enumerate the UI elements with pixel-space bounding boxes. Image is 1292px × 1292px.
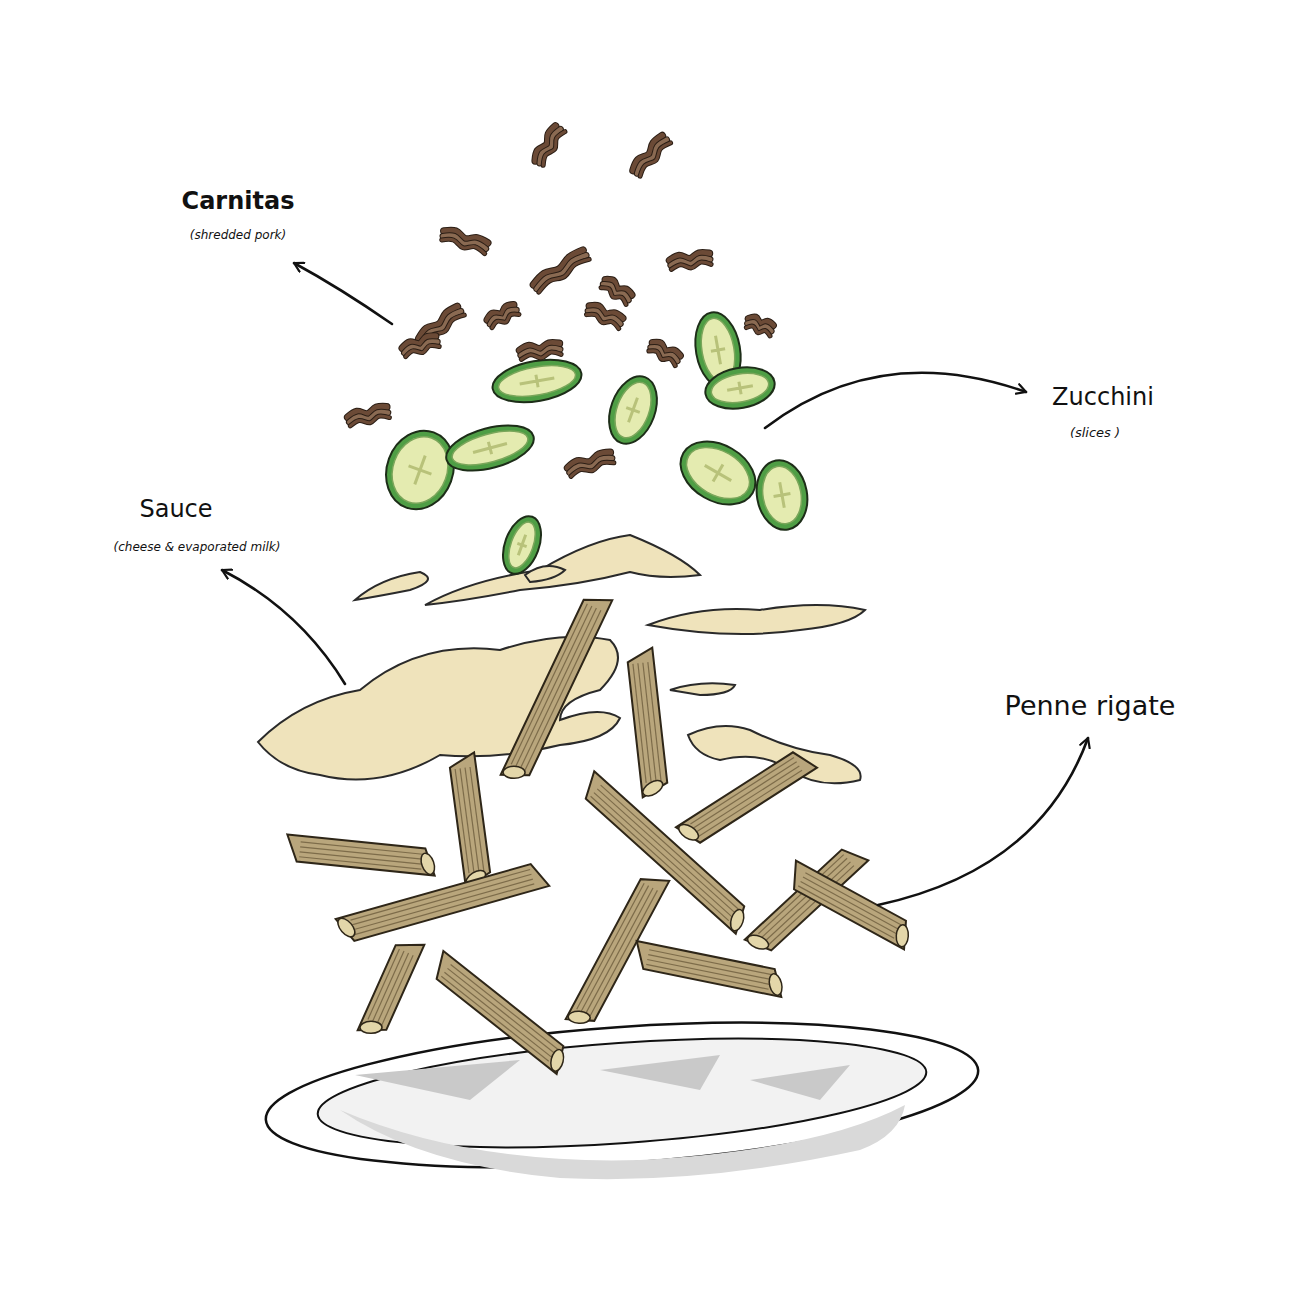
penne-piece: [285, 834, 440, 877]
ingredient-label: Penne rigate: [1005, 690, 1176, 721]
pork-shred: [586, 303, 624, 328]
ingredient-label: Zucchini: [1052, 384, 1154, 412]
zucchini-slice: [496, 511, 548, 579]
penne-piece: [625, 648, 669, 800]
sauce-splash: [258, 535, 865, 783]
pork-shred: [441, 228, 488, 253]
ingredient-note: (cheese & evaporated milk): [114, 541, 281, 555]
sauce-blob: [425, 535, 700, 605]
penne-piece: [333, 859, 549, 944]
sauce-blob: [648, 605, 865, 634]
ingredient-label: Sauce: [139, 496, 212, 524]
pork-shred: [532, 248, 589, 294]
zucchini-slice: [702, 362, 778, 414]
zucchini-slice: [600, 370, 665, 451]
pork-shred: [401, 333, 439, 358]
penne-piece: [426, 951, 574, 1076]
penne-piece: [355, 934, 424, 1043]
zucchini-slice: [751, 456, 812, 534]
sauce-blob: [525, 566, 565, 582]
leader-arrows: [222, 263, 1088, 905]
penne-pasta: [285, 588, 919, 1076]
zucchini-slice: [441, 417, 538, 479]
leader-arrow: [222, 570, 345, 684]
penne-piece: [498, 588, 612, 788]
pork-shred: [600, 277, 633, 304]
plate: [261, 1002, 983, 1187]
pork-shred: [533, 125, 565, 167]
pork-shred: [567, 450, 614, 479]
zucchini-slice: [489, 353, 585, 408]
ingredient-note: (shredded pork): [190, 229, 286, 243]
pork-shred: [519, 341, 561, 362]
penne-piece: [783, 861, 919, 952]
pork-shred: [486, 302, 519, 329]
pork-shreds: [347, 125, 774, 479]
sauce-blob: [355, 572, 428, 600]
penne-piece: [631, 941, 788, 999]
pork-shred: [631, 134, 671, 177]
zucchini-slice: [669, 429, 766, 517]
leader-arrow: [878, 738, 1088, 905]
pork-shred: [648, 340, 681, 365]
leader-arrow: [765, 373, 1026, 428]
pork-shred: [669, 251, 711, 272]
sauce-blob: [670, 683, 735, 695]
leader-arrow: [294, 263, 392, 324]
ingredient-label: Carnitas: [182, 188, 295, 216]
ingredient-note: (slices ): [1070, 426, 1120, 441]
zucchini-slices: [375, 309, 812, 579]
zucchini-slice: [375, 421, 464, 519]
penne-piece: [673, 745, 817, 851]
pork-shred: [347, 404, 389, 428]
penne-piece: [447, 752, 492, 890]
pork-shred: [746, 316, 774, 336]
